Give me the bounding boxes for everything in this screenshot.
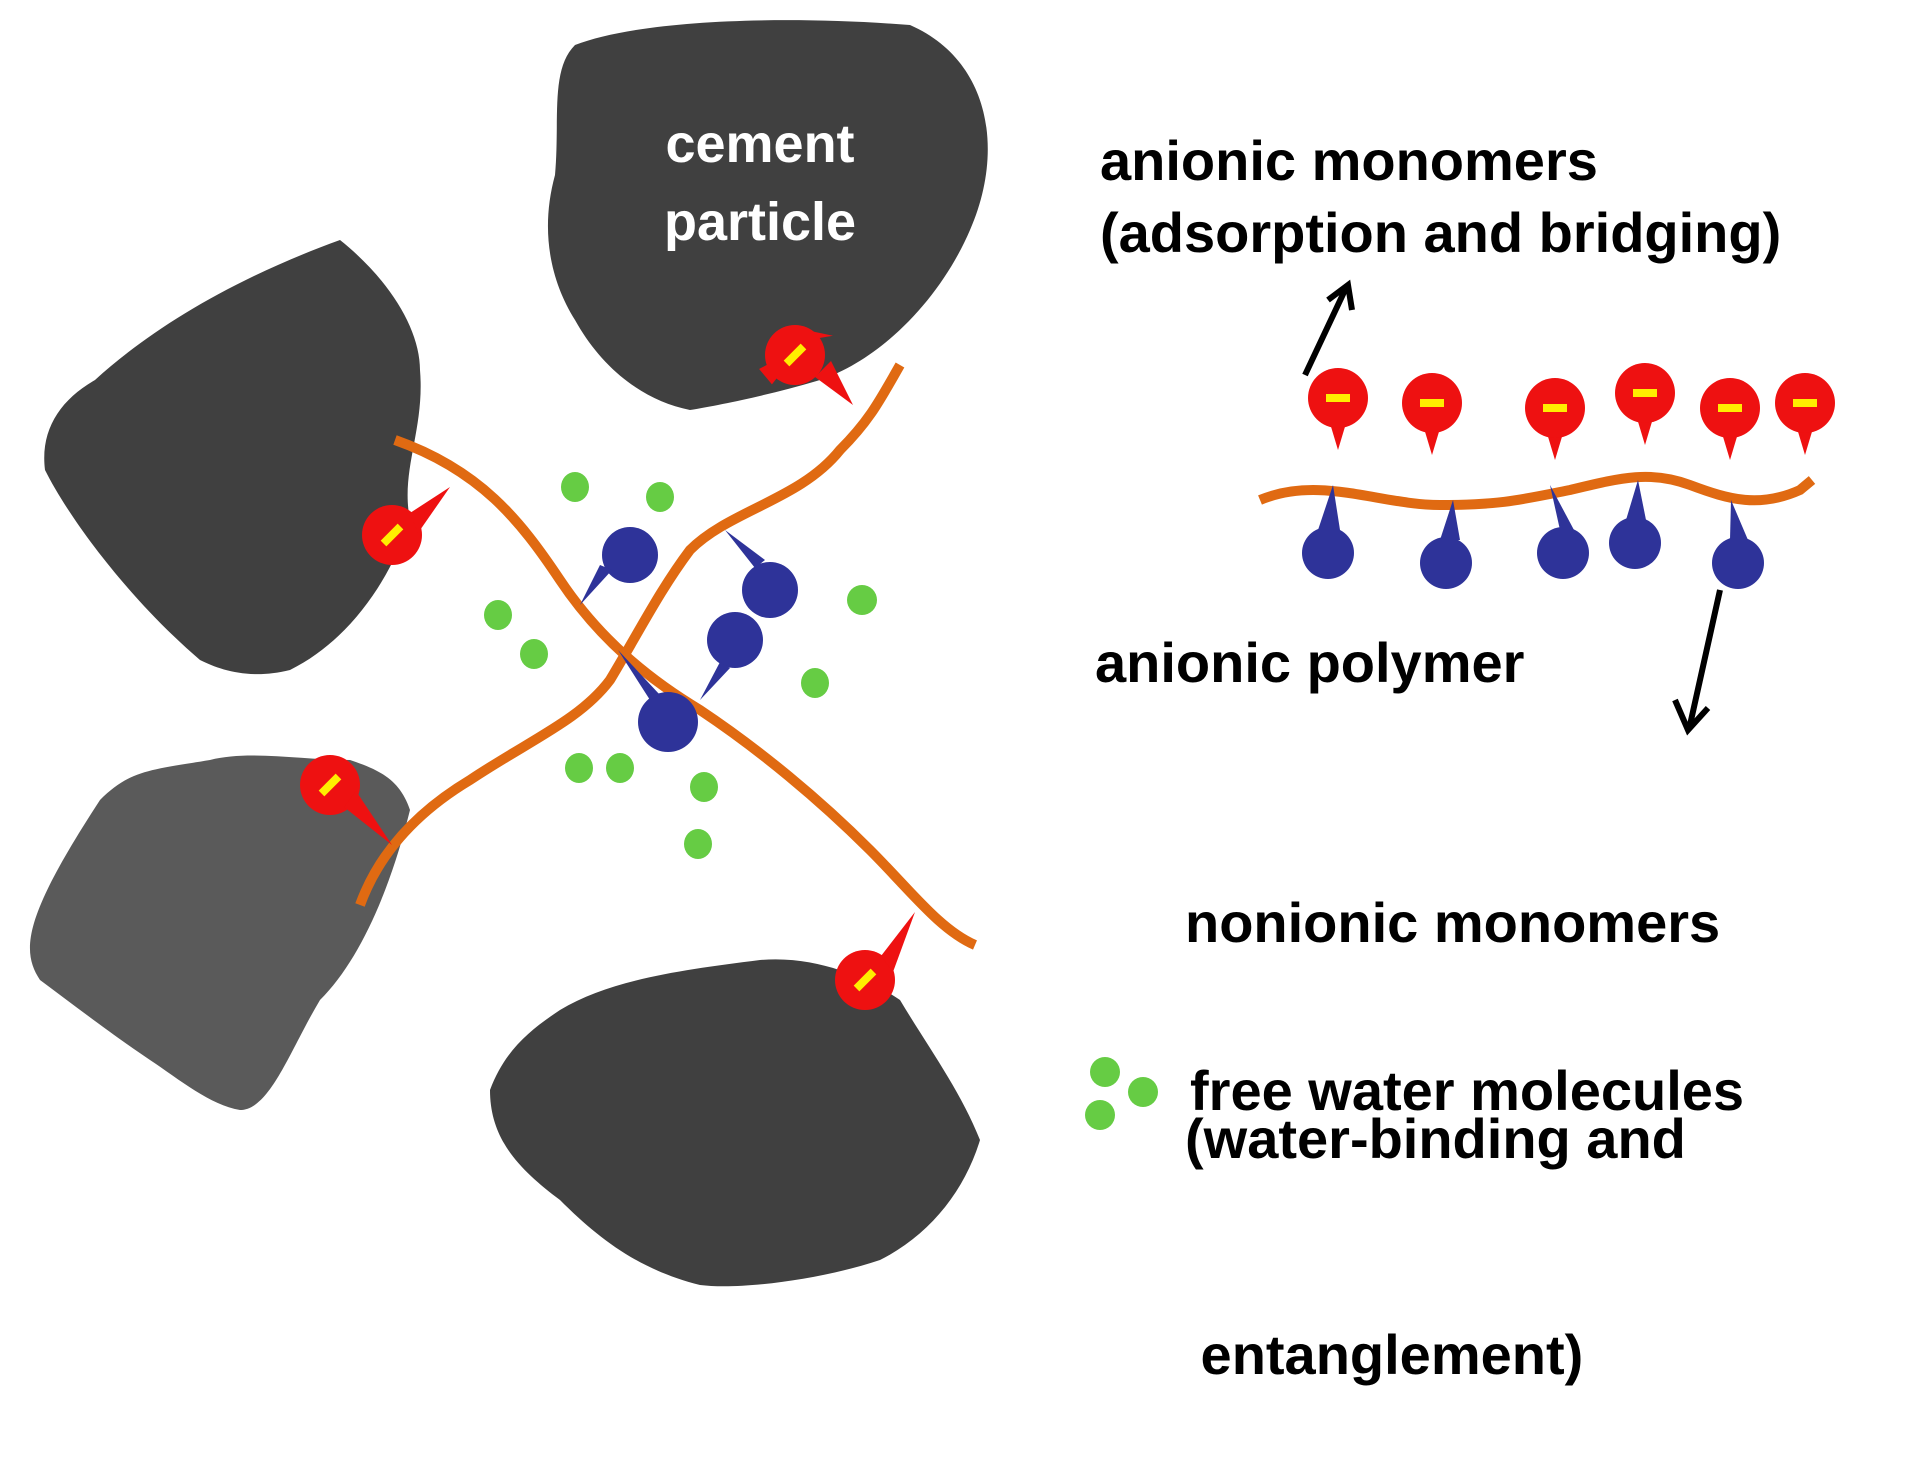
cement-particle-bottom [490, 959, 980, 1287]
cement-particle-label: cement particle [663, 114, 857, 252]
free-water-icon [484, 472, 877, 859]
free-water-legend-icon [1085, 1057, 1158, 1130]
cement-particle-bottom-left [29, 755, 410, 1110]
anionic-monomers-label: anionic monomers (adsorption and bridgin… [1100, 129, 1782, 264]
free-water-label: free water molecules [1190, 1059, 1745, 1122]
anionic-monomer-icon [300, 755, 392, 845]
cement-particle-top [547, 20, 988, 411]
anionic-monomer-icon [835, 912, 915, 1010]
anionic-monomer-icon [1700, 378, 1760, 460]
polymer-chain-left [393, 435, 978, 950]
polymer-cement-diagram [29, 20, 1835, 1287]
arrow-down-icon [1672, 589, 1723, 736]
nonionic-monomer-icon [1302, 480, 1764, 589]
nonionic-monomer-icon [700, 612, 763, 700]
anionic-monomer-icon [362, 487, 450, 565]
nonionic-monomer-icon [580, 527, 658, 605]
nonionic-monomer-icon [725, 530, 798, 618]
anionic-monomer-icon [1525, 378, 1585, 460]
polymer-chain-right [355, 362, 905, 907]
cement-particle-left [44, 240, 421, 675]
anionic-monomer-icon [765, 325, 853, 405]
anionic-monomer-icon [1615, 363, 1675, 445]
anionic-polymer-chain [1258, 471, 1816, 511]
anionic-monomer-icon [1775, 373, 1835, 455]
anionic-monomer-icon [1402, 373, 1462, 455]
nonionic-monomer-icon [618, 650, 698, 752]
anionic-monomer-icon [1308, 368, 1368, 450]
anionic-polymer-label: anionic polymer [1095, 631, 1525, 694]
arrow-up-icon [1302, 279, 1355, 377]
